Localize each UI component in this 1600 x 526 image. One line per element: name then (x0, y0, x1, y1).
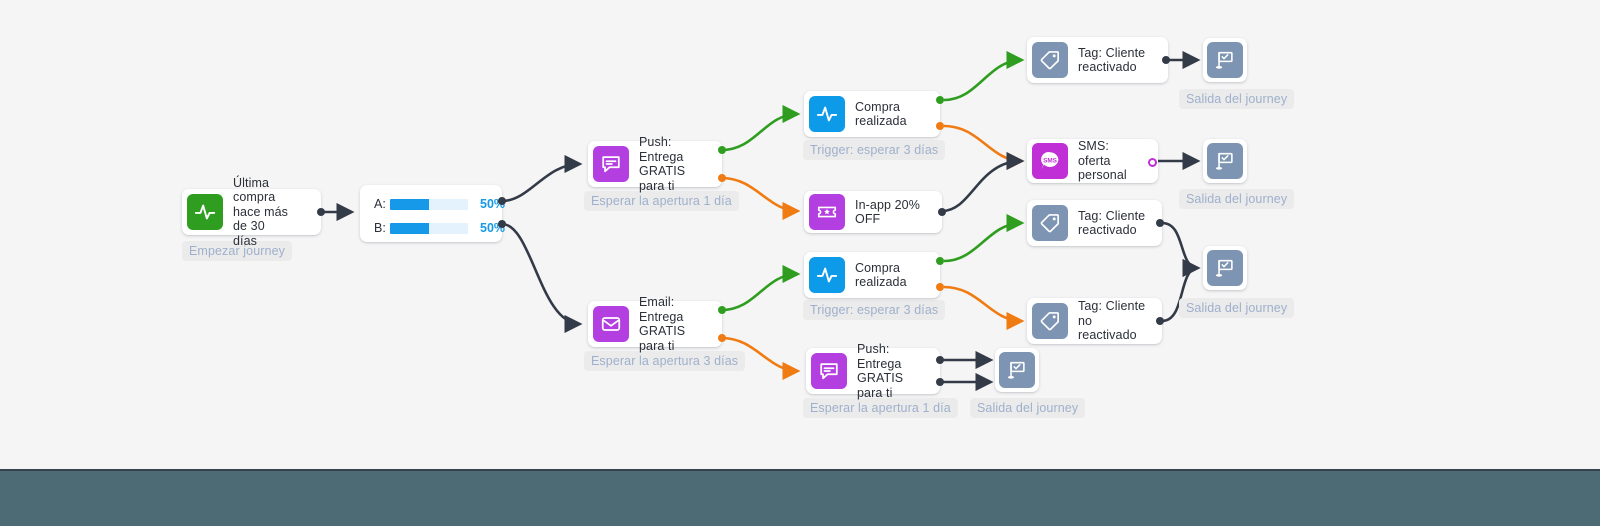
split-row-a: A: 50% (374, 194, 505, 214)
split-bar-fill-b (390, 222, 429, 234)
port-out-purchase-top-alt[interactable] (936, 122, 944, 130)
split-bar-fill-a (390, 198, 429, 210)
node-email[interactable]: Email: Entrega GRATIS para ti (588, 295, 722, 353)
port-out-email-alt[interactable] (718, 334, 726, 342)
flag-check-icon (999, 352, 1035, 388)
node-label: Tag: Cliente reactivado (1078, 208, 1146, 238)
node-label: Push: Entrega GRATIS para ti (857, 342, 904, 400)
footer-bar (0, 469, 1600, 526)
push-chat-icon (811, 353, 847, 389)
node-tag-reactivado-top[interactable]: Tag: Cliente reactivado (1027, 37, 1168, 83)
split-bar-b (390, 222, 468, 234)
split-bar-a (390, 198, 468, 210)
port-out-start[interactable] (317, 208, 325, 216)
port-out-push-bottom-1[interactable] (936, 356, 944, 364)
node-ab-split[interactable]: A: 50% B: 50% (360, 185, 505, 242)
tag-icon (1032, 303, 1068, 339)
pulse-icon (187, 194, 223, 230)
pulse-icon (809, 257, 845, 293)
node-start-trigger[interactable]: Última compra hace más de 30 días (182, 176, 321, 248)
split-row-b: B: 50% (374, 218, 505, 238)
caption-exit-1: Salida del journey (1179, 89, 1295, 109)
port-out-purchase-bottom-alt[interactable] (936, 283, 944, 291)
node-inapp-offer[interactable]: In-app 20% OFF (804, 191, 942, 233)
caption-exit-3: Salida del journey (1179, 298, 1295, 318)
pulse-icon (809, 96, 845, 132)
caption-push-bottom: Esperar la apertura 1 día (803, 398, 958, 418)
node-exit-3[interactable] (1203, 246, 1247, 290)
node-exit-1[interactable] (1203, 38, 1247, 82)
flag-check-icon (1207, 143, 1243, 179)
push-chat-icon (593, 146, 629, 182)
node-label: Email: Entrega GRATIS para ti (639, 295, 686, 353)
node-label: Última compra hace más de 30 días (233, 175, 288, 248)
port-out-tag-top[interactable] (1162, 56, 1170, 64)
port-out-inapp[interactable] (938, 208, 946, 216)
caption-purchase-top: Trigger: esperar 3 días (803, 140, 946, 160)
port-out-purchase-bottom-success[interactable] (936, 257, 944, 265)
node-exit-2[interactable] (1203, 139, 1247, 183)
node-exit-4[interactable] (995, 348, 1039, 392)
caption-push-top: Esperar la apertura 1 día (584, 191, 739, 211)
port-out-email-success[interactable] (718, 306, 726, 314)
split-key-a: A: (374, 197, 386, 211)
node-label: Compra realizada (855, 260, 907, 290)
node-tag-no-reactivado[interactable]: Tag: Cliente no reactivado (1027, 298, 1162, 344)
sms-icon: SMS (1032, 143, 1068, 179)
tag-icon (1032, 42, 1068, 78)
node-label: Push: Entrega GRATIS para ti (639, 135, 686, 193)
node-purchase-top[interactable]: Compra realizada (804, 91, 940, 137)
caption-purchase-bottom: Trigger: esperar 3 días (803, 300, 946, 320)
flag-check-icon (1207, 250, 1243, 286)
port-out-purchase-top-success[interactable] (936, 96, 944, 104)
node-push-top[interactable]: Push: Entrega GRATIS para ti (588, 135, 722, 193)
port-out-tag-mid[interactable] (1156, 219, 1164, 227)
node-purchase-bottom[interactable]: Compra realizada (804, 252, 940, 298)
port-out-push-top-alt[interactable] (718, 174, 726, 182)
node-label: Compra realizada (855, 99, 907, 129)
caption-email: Esperar la apertura 3 días (584, 351, 746, 371)
node-tag-reactivado-mid[interactable]: Tag: Cliente reactivado (1027, 200, 1162, 246)
node-label: SMS: oferta personal (1078, 139, 1127, 183)
envelope-icon (593, 306, 629, 342)
svg-text:SMS: SMS (1043, 158, 1058, 165)
port-out-push-bottom-2[interactable] (936, 378, 944, 386)
port-out-sms[interactable] (1148, 158, 1157, 167)
port-out-split-b[interactable] (498, 220, 506, 228)
caption-empezar-journey: Empezar journey (182, 241, 292, 261)
port-out-push-top-success[interactable] (718, 146, 726, 154)
tag-icon (1032, 205, 1068, 241)
port-out-tag-no[interactable] (1156, 317, 1164, 325)
caption-exit-2: Salida del journey (1179, 189, 1295, 209)
node-label: In-app 20% OFF (855, 197, 920, 227)
ticket-star-icon (809, 194, 845, 230)
node-sms-oferta[interactable]: SMS SMS: oferta personal (1027, 139, 1158, 183)
flag-check-icon (1207, 42, 1243, 78)
port-out-split-a[interactable] (498, 197, 506, 205)
split-key-b: B: (374, 221, 386, 235)
caption-exit-4: Salida del journey (970, 398, 1086, 418)
node-label: Tag: Cliente no reactivado (1078, 299, 1146, 343)
node-push-bottom[interactable]: Push: Entrega GRATIS para ti (806, 342, 940, 400)
node-label: Tag: Cliente reactivado (1078, 45, 1146, 75)
